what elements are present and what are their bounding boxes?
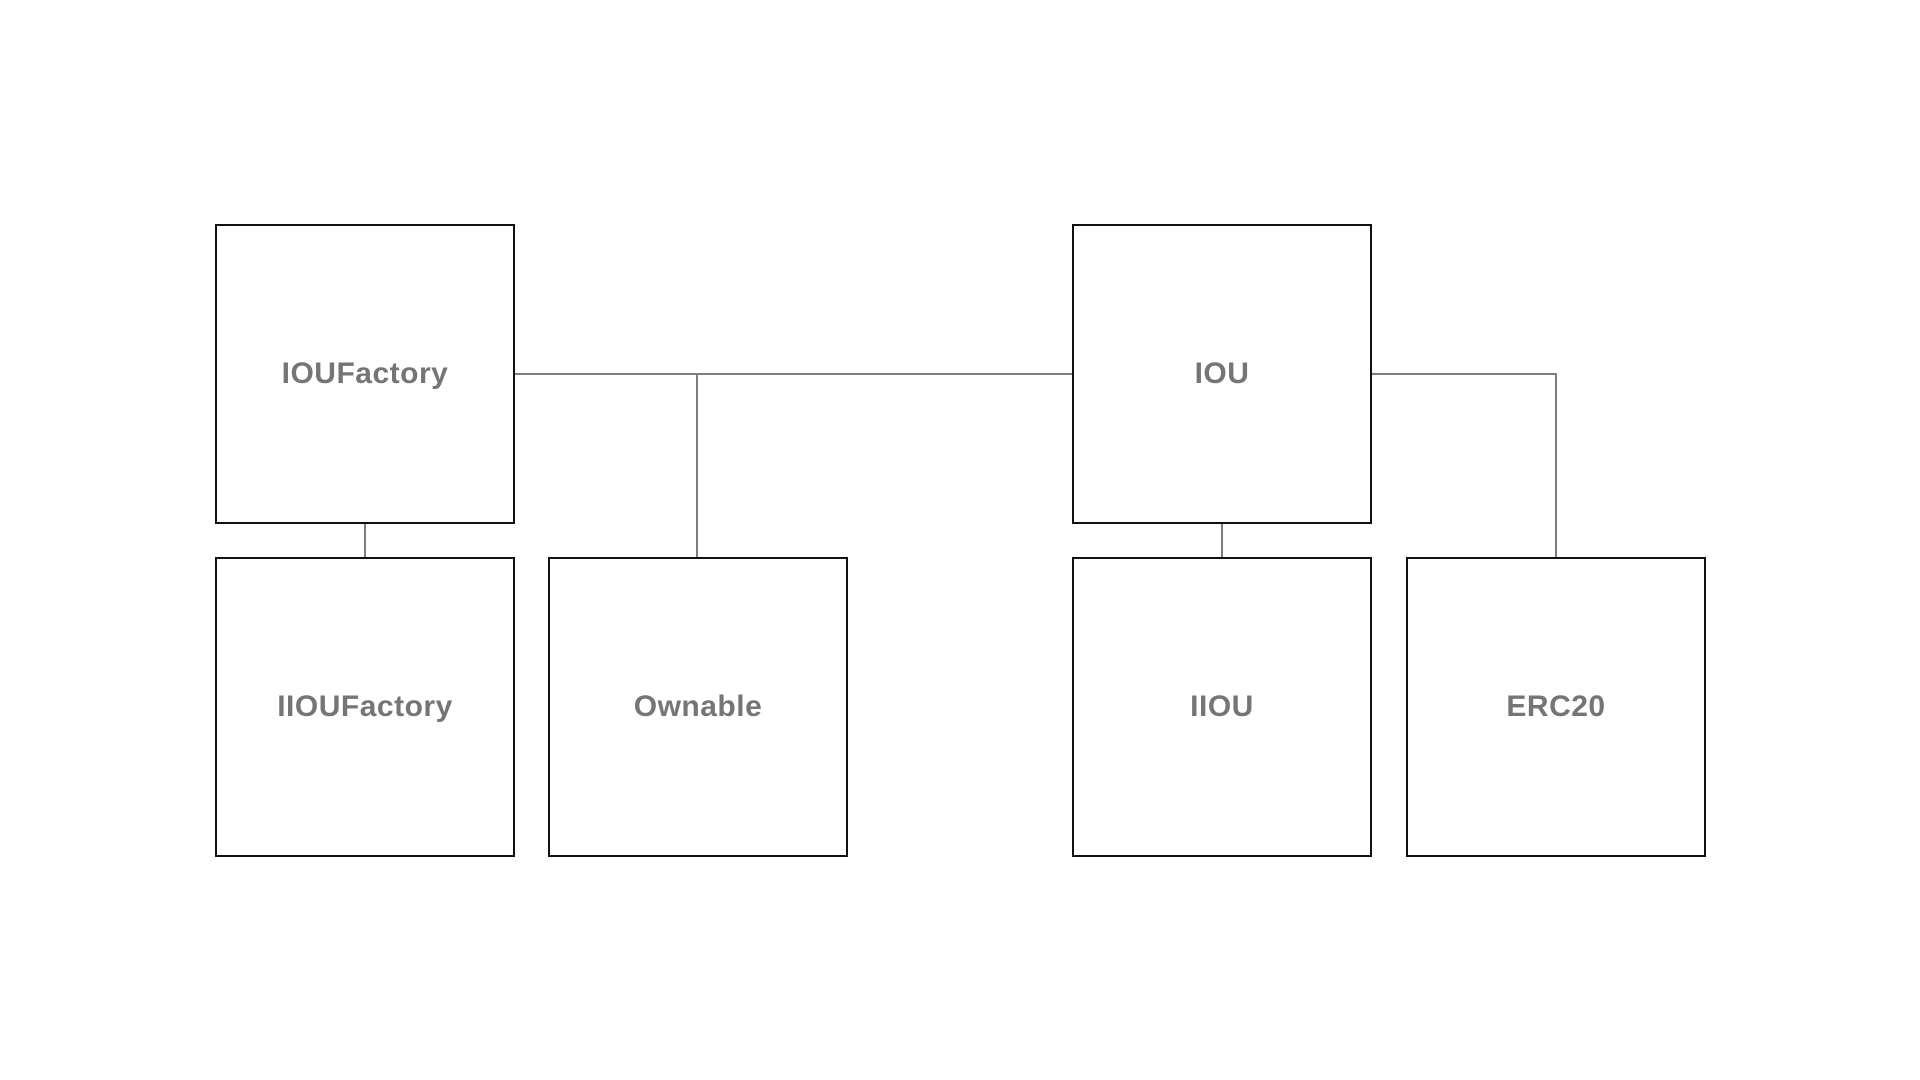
node-erc20-label: ERC20 xyxy=(1506,690,1606,723)
node-ownable: Ownable xyxy=(548,557,848,857)
edge-ioufactory-iou xyxy=(515,373,1072,375)
edge-iou-erc20-vertical xyxy=(1555,373,1557,557)
node-ioufactory-label: IOUFactory xyxy=(281,357,449,390)
node-erc20: ERC20 xyxy=(1406,557,1706,857)
edge-ioufactory-ownable xyxy=(696,375,698,557)
node-iou: IOU xyxy=(1072,224,1372,524)
node-iou-label: IOU xyxy=(1194,357,1250,390)
node-iioufactory-label: IIOUFactory xyxy=(277,690,453,723)
edge-iou-erc20-horizontal xyxy=(1372,373,1557,375)
node-iioufactory: IIOUFactory xyxy=(215,557,515,857)
node-ioufactory: IOUFactory xyxy=(215,224,515,524)
edge-ioufactory-iioufactory xyxy=(364,524,366,557)
node-iiou: IIOU xyxy=(1072,557,1372,857)
node-ownable-label: Ownable xyxy=(633,690,763,723)
edge-iou-iiou xyxy=(1221,524,1223,557)
node-iiou-label: IIOU xyxy=(1190,690,1254,723)
